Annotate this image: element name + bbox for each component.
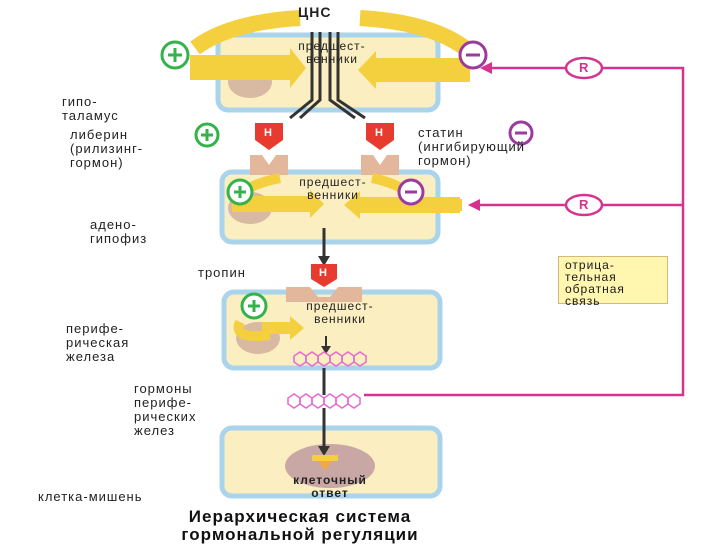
- cns-label: ЦНС: [298, 4, 332, 20]
- target-cell-box-label: клеточный ответ: [293, 473, 367, 500]
- adeno-yellow-arrow-right: [344, 191, 460, 219]
- plus-icon-hypothalamus: [160, 40, 190, 70]
- statin-hormone-icon: [366, 123, 394, 150]
- statin-hormone-letter: Н: [375, 127, 384, 139]
- target-cell-nucleus: [285, 444, 375, 488]
- tropin-label: тропин: [198, 265, 246, 280]
- arrow-head-tropin: [318, 256, 330, 266]
- liberin-hormone-letter: Н: [264, 127, 273, 139]
- tropin-receptor: [286, 287, 362, 302]
- target-cell-response-icon: [312, 455, 338, 470]
- peripheral-gland-box: [221, 289, 443, 371]
- neuron-lines: [289, 32, 366, 120]
- hex-chain-peripheral-gland: [293, 351, 367, 367]
- minus-icon-statin: [508, 120, 534, 146]
- plus-icon-adenohypophysis: [226, 178, 254, 206]
- receptor-letter-adeno: R: [579, 197, 590, 212]
- plus-icon-liberin: [194, 122, 220, 148]
- diagram-title: Иерархическая система гормональной регул…: [181, 507, 419, 544]
- negative-feedback-label: отрица- тельная обратная связь: [558, 256, 668, 307]
- adenohypophysis-label: адено- гипофиз: [90, 217, 148, 246]
- arrow-head-target: [318, 446, 330, 456]
- statin-receptor: [361, 155, 399, 175]
- receptor-icon-hypothalamus: [564, 56, 604, 80]
- hypothalamus-yellow-arrow-left: [190, 48, 306, 88]
- cns-arrow-left: [190, 10, 301, 55]
- hypothalamus-label: гипо- таламус: [62, 94, 119, 123]
- hypothalamus-box-label: предшест- венники: [298, 39, 366, 66]
- feedback-loop-lines: [364, 66, 685, 397]
- receptor-letter-hypothalamus: R: [579, 60, 590, 75]
- liberin-receptor: [250, 155, 288, 175]
- adenohypophysis-box-label: предшест- венники: [299, 175, 367, 202]
- peripheral-gland-box-label: предшест- венники: [306, 299, 374, 326]
- tropin-hormone-icon: [311, 264, 337, 287]
- peripheral-gland-label: перифе- рическая железа: [66, 321, 130, 364]
- minus-icon-adenohypophysis: [397, 178, 425, 206]
- peripheral-hormones-label: гормоны перифе- рических желез: [134, 381, 197, 438]
- feedback-stub-adeno: [436, 199, 462, 211]
- minus-icon-hypothalamus: [458, 40, 488, 70]
- tropin-hormone-letter: Н: [319, 267, 328, 279]
- feedback-arrow-head-adeno: [468, 199, 480, 211]
- arrow-head-peripheral-inner: [321, 346, 331, 354]
- hex-chain-peripheral-hormones: [287, 393, 361, 409]
- peripheral-yellow-arrow: [262, 316, 304, 340]
- cns-arrow-right: [359, 10, 470, 55]
- feedback-arrow-head-hypothalamus: [480, 62, 492, 74]
- liberin-hormone-icon: [255, 123, 283, 150]
- statin-label: статин (ингибирующий гормон): [418, 125, 526, 168]
- target-cell-label: клетка-мишень: [38, 489, 143, 504]
- liberin-label: либерин (рилизинг- гормон): [70, 127, 144, 170]
- adeno-yellow-arrow-left: [232, 190, 324, 218]
- receptor-icon-adeno: [564, 193, 604, 217]
- hypothalamus-yellow-arrow-right: [358, 51, 470, 89]
- plus-icon-peripheral-gland: [240, 292, 268, 320]
- peripheral-yellow-arc: [233, 319, 271, 342]
